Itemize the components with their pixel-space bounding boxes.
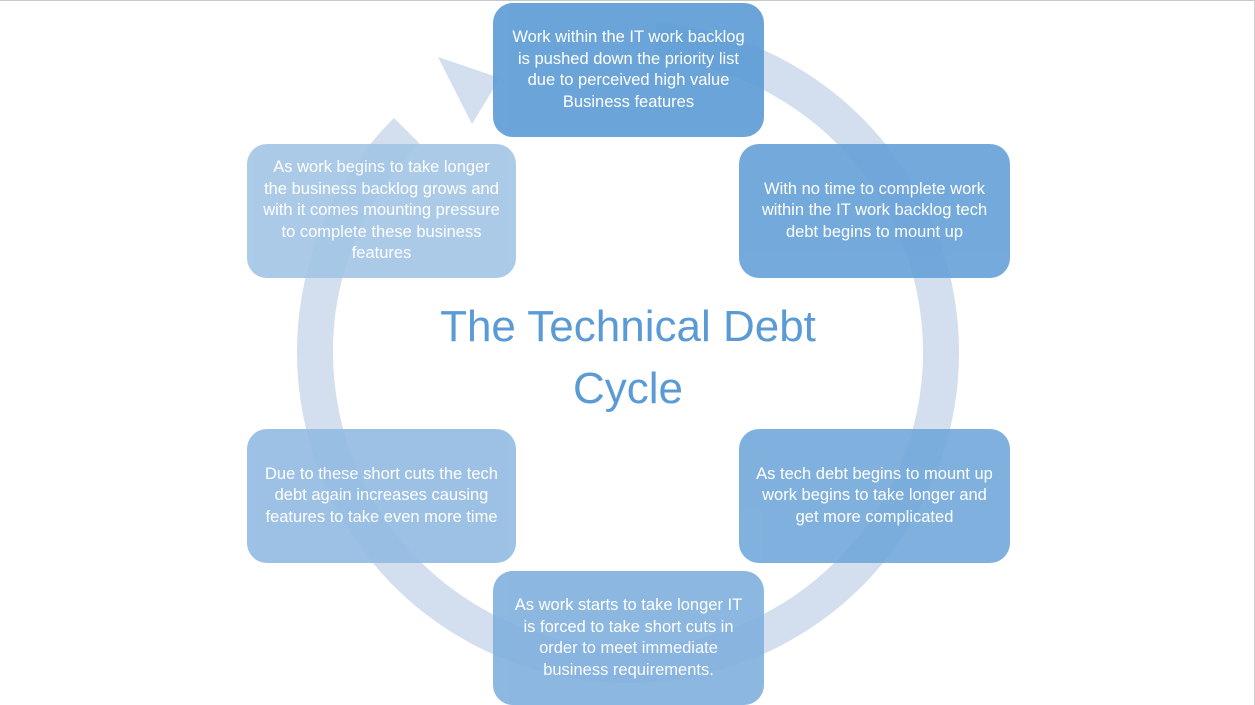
cycle-step-5: Due to these short cuts the tech debt ag… <box>247 429 516 563</box>
cycle-step-6: As work begins to take longer the busine… <box>247 144 516 278</box>
cycle-step-4: As work starts to take longer IT is forc… <box>493 571 764 705</box>
cycle-step-1: Work within the IT work backlog is pushe… <box>493 3 764 137</box>
diagram-title: The Technical Debt Cycle <box>440 302 816 413</box>
cycle-arrowhead-icon <box>438 57 500 124</box>
slide-top-border <box>0 0 1255 1</box>
cycle-step-2: With no time to complete work within the… <box>739 144 1010 278</box>
cycle-step-3: As tech debt begins to mount up work beg… <box>739 429 1010 563</box>
